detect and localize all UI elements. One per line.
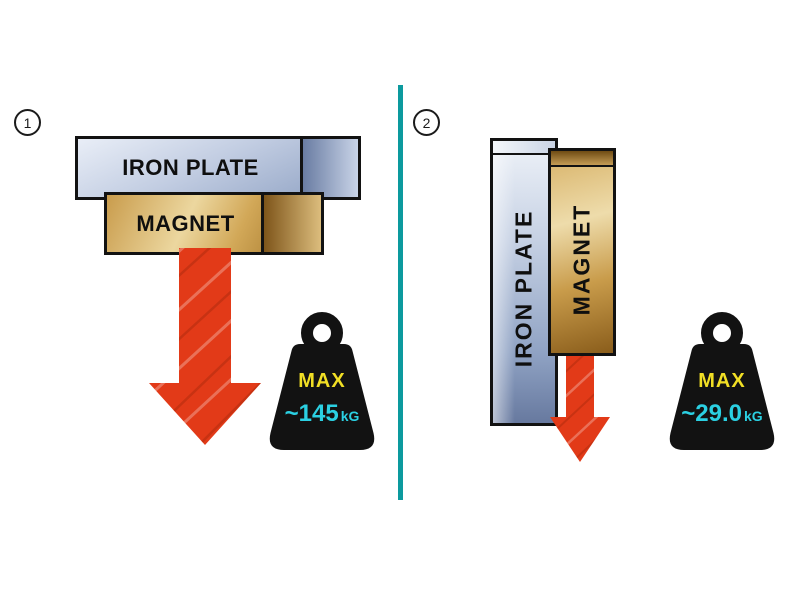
magnet-label-wrap: MAGNET xyxy=(551,165,613,353)
step-1-badge: 1 xyxy=(14,109,41,136)
iron-plate-top-face xyxy=(493,141,555,155)
iron-plate-label-wrap: IRON PLATE xyxy=(493,153,555,423)
magnet-label: MAGNET xyxy=(568,203,595,315)
weight-unit: kG xyxy=(744,408,763,424)
iron-plate-vertical: IRON PLATE xyxy=(490,138,558,426)
step-2-badge: 2 xyxy=(413,109,440,136)
magnet-label: MAGNET xyxy=(136,210,235,236)
iron-plate-side-face xyxy=(300,139,358,197)
step-2-number: 2 xyxy=(422,114,431,131)
step-1-number: 1 xyxy=(23,114,32,131)
iron-plate-label: IRON PLATE xyxy=(510,209,537,367)
magnet-vertical: MAGNET xyxy=(548,148,616,356)
magnet-top-face xyxy=(551,151,613,167)
weight-unit: kG xyxy=(340,408,360,424)
magnet-side-face xyxy=(261,195,321,252)
weight-value: ~145 xyxy=(284,400,339,427)
pull-force-down-arrow-icon xyxy=(550,342,610,462)
weight-value: ~29.0 xyxy=(681,400,743,427)
iron-plate-horizontal: IRON PLATE xyxy=(75,136,361,200)
kettlebell-shape xyxy=(669,312,775,450)
iron-plate-label: IRON PLATE xyxy=(122,155,259,180)
magnet-horizontal: MAGNET xyxy=(104,192,324,255)
max-label: MAX xyxy=(698,370,746,392)
pull-force-down-arrow-icon xyxy=(149,248,261,445)
kettlebell-shape xyxy=(269,312,375,450)
max-label: MAX xyxy=(298,370,346,392)
panel-divider xyxy=(398,85,403,500)
